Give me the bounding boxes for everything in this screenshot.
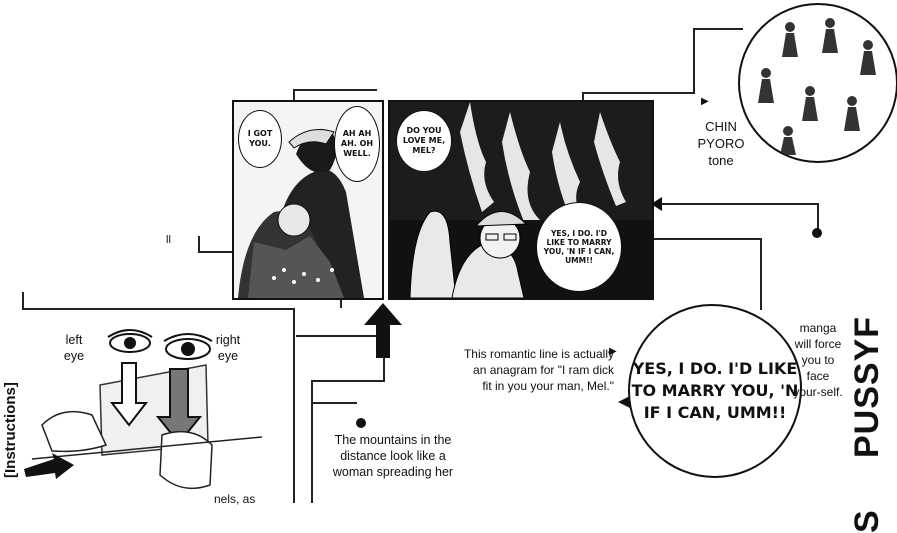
connector-line [582,92,694,94]
side-title-2: S [848,510,886,533]
up-arrow-icon [364,303,402,325]
anagram-caption: This romantic line is actually an anagra… [463,347,614,393]
connector-line [22,308,294,310]
bullet-icon [812,228,822,238]
connector-line [293,308,295,503]
enlarged-speech-bubble: YES, I DO. I'D LIKE TO MARRY YOU, 'N IF … [628,304,802,478]
tone-sample-circle [738,3,897,163]
connector-line [198,251,234,253]
connector-line [22,292,24,310]
manga-panel-right: DO YOU LOVE ME, MEL? YES, I DO. I'D LIKE… [388,100,654,300]
connector-line [311,380,385,382]
tone-figures [758,18,876,155]
instructions-diagram [24,329,263,490]
speech-bubble: AH AH AH. OH WELL. [334,106,380,182]
speech-bubble: I GOT YOU. [238,110,282,168]
instructions-heading: [Instructions] [2,382,19,478]
left-arrowhead-icon [651,197,662,211]
chin-pyoro-label: CHIN PYORO tone [697,119,745,168]
manga-panel-left: I GOT YOU. AH AH AH. OH WELL. [232,100,384,300]
connector-line [198,236,200,253]
right-eye-label: right eye [215,333,241,363]
connector-line [311,402,357,404]
speech-bubble: YES, I DO. I'D LIKE TO MARRY YOU, 'N IF … [536,202,622,292]
left-eye-icon [107,329,153,353]
bullet-icon [356,418,366,428]
up-arrow-shaft [376,324,390,358]
bubble-tail [618,396,630,408]
manga-note: manga will force you to face your-self. [793,321,843,399]
left-eye-label: left eye [63,333,85,363]
connector-line [293,89,377,91]
connector-line [693,28,695,94]
connector-line [817,203,819,231]
speech-bubble: DO YOU LOVE ME, MEL? [396,110,452,172]
side-title: PUSSYF [848,315,886,458]
triangle-pointer-icon: ▶ [609,346,617,357]
triangle-pointer-icon: ▶ [701,96,709,107]
connector-line [760,238,762,310]
connector-line [612,238,762,240]
connector-line [311,380,313,503]
small-mark-label: ll [166,234,171,246]
cut-off-text: nels, as [214,492,256,506]
connector-line [693,28,743,30]
connector-line [296,335,384,337]
right-eye-icon [163,333,213,360]
connector-line [660,203,818,205]
mountains-caption: The mountains in the distance look like … [332,433,454,479]
